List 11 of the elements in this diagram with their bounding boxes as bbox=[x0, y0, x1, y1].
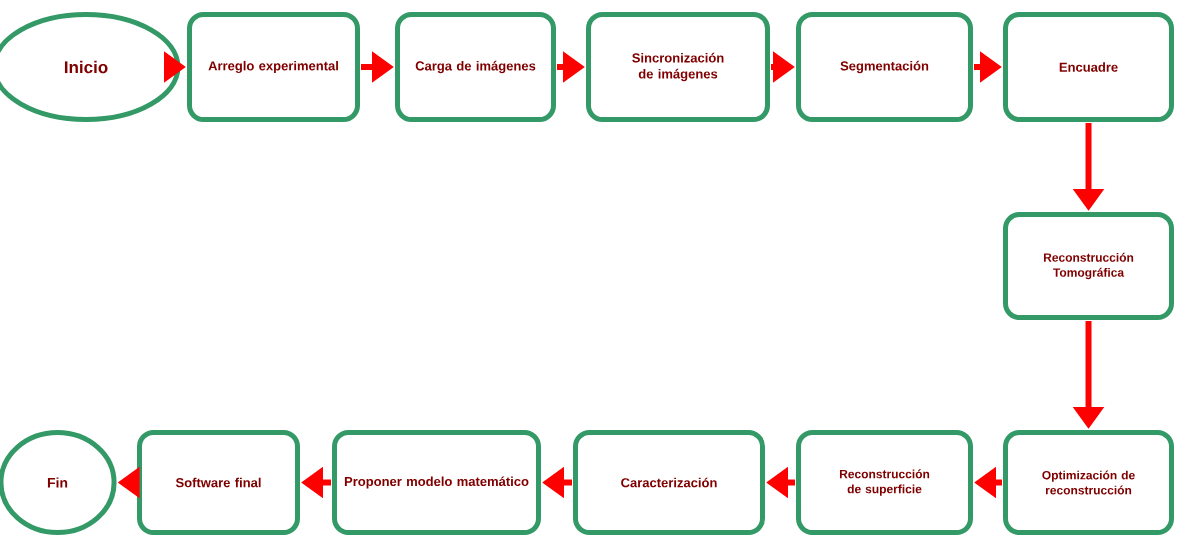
process-box: Segmentación bbox=[796, 12, 973, 122]
process-box: Caracterización bbox=[573, 430, 765, 535]
process-box: Reconstrucción de superficie bbox=[796, 430, 973, 535]
process-box: Software final bbox=[137, 430, 300, 535]
process-box: Carga de imágenes bbox=[395, 12, 556, 122]
process-box: Encuadre bbox=[1003, 12, 1174, 122]
process-box: Optimización de reconstrucción bbox=[1003, 430, 1174, 535]
process-box: Reconstrucción Tomográfica bbox=[1003, 212, 1174, 320]
process-box: Sincronización de imágenes bbox=[586, 12, 770, 122]
process-box: Arreglo experimental bbox=[187, 12, 360, 122]
process-box: Proponer modelo matemático bbox=[332, 430, 541, 535]
